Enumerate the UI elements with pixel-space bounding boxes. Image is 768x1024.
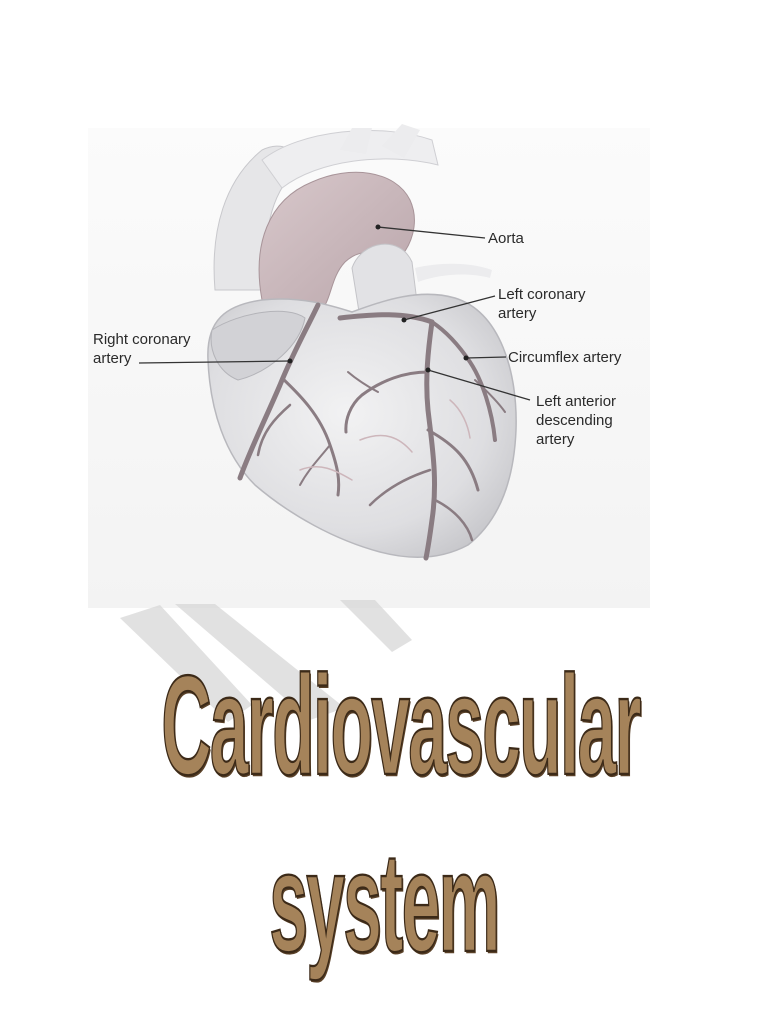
label-left-coronary-artery: Left coronary artery	[498, 286, 586, 322]
heart-body	[207, 293, 517, 559]
label-aorta: Aorta	[488, 230, 524, 247]
label-circumflex-artery: Circumflex artery	[508, 349, 622, 366]
page-title: Cardiovascular system	[161, 645, 642, 982]
label-right-coronary-artery: Right coronary artery	[93, 331, 191, 367]
great-vessels	[213, 124, 492, 291]
label-left-anterior-descending-artery: Left anterior descending artery	[536, 393, 617, 448]
leader-dots	[287, 224, 469, 373]
leader-lines	[138, 226, 531, 401]
aorta	[258, 171, 415, 313]
right-atrium	[210, 310, 306, 381]
watermark-logo	[120, 600, 412, 722]
coronary-vessels	[237, 302, 506, 561]
minor-vessels	[299, 399, 471, 481]
